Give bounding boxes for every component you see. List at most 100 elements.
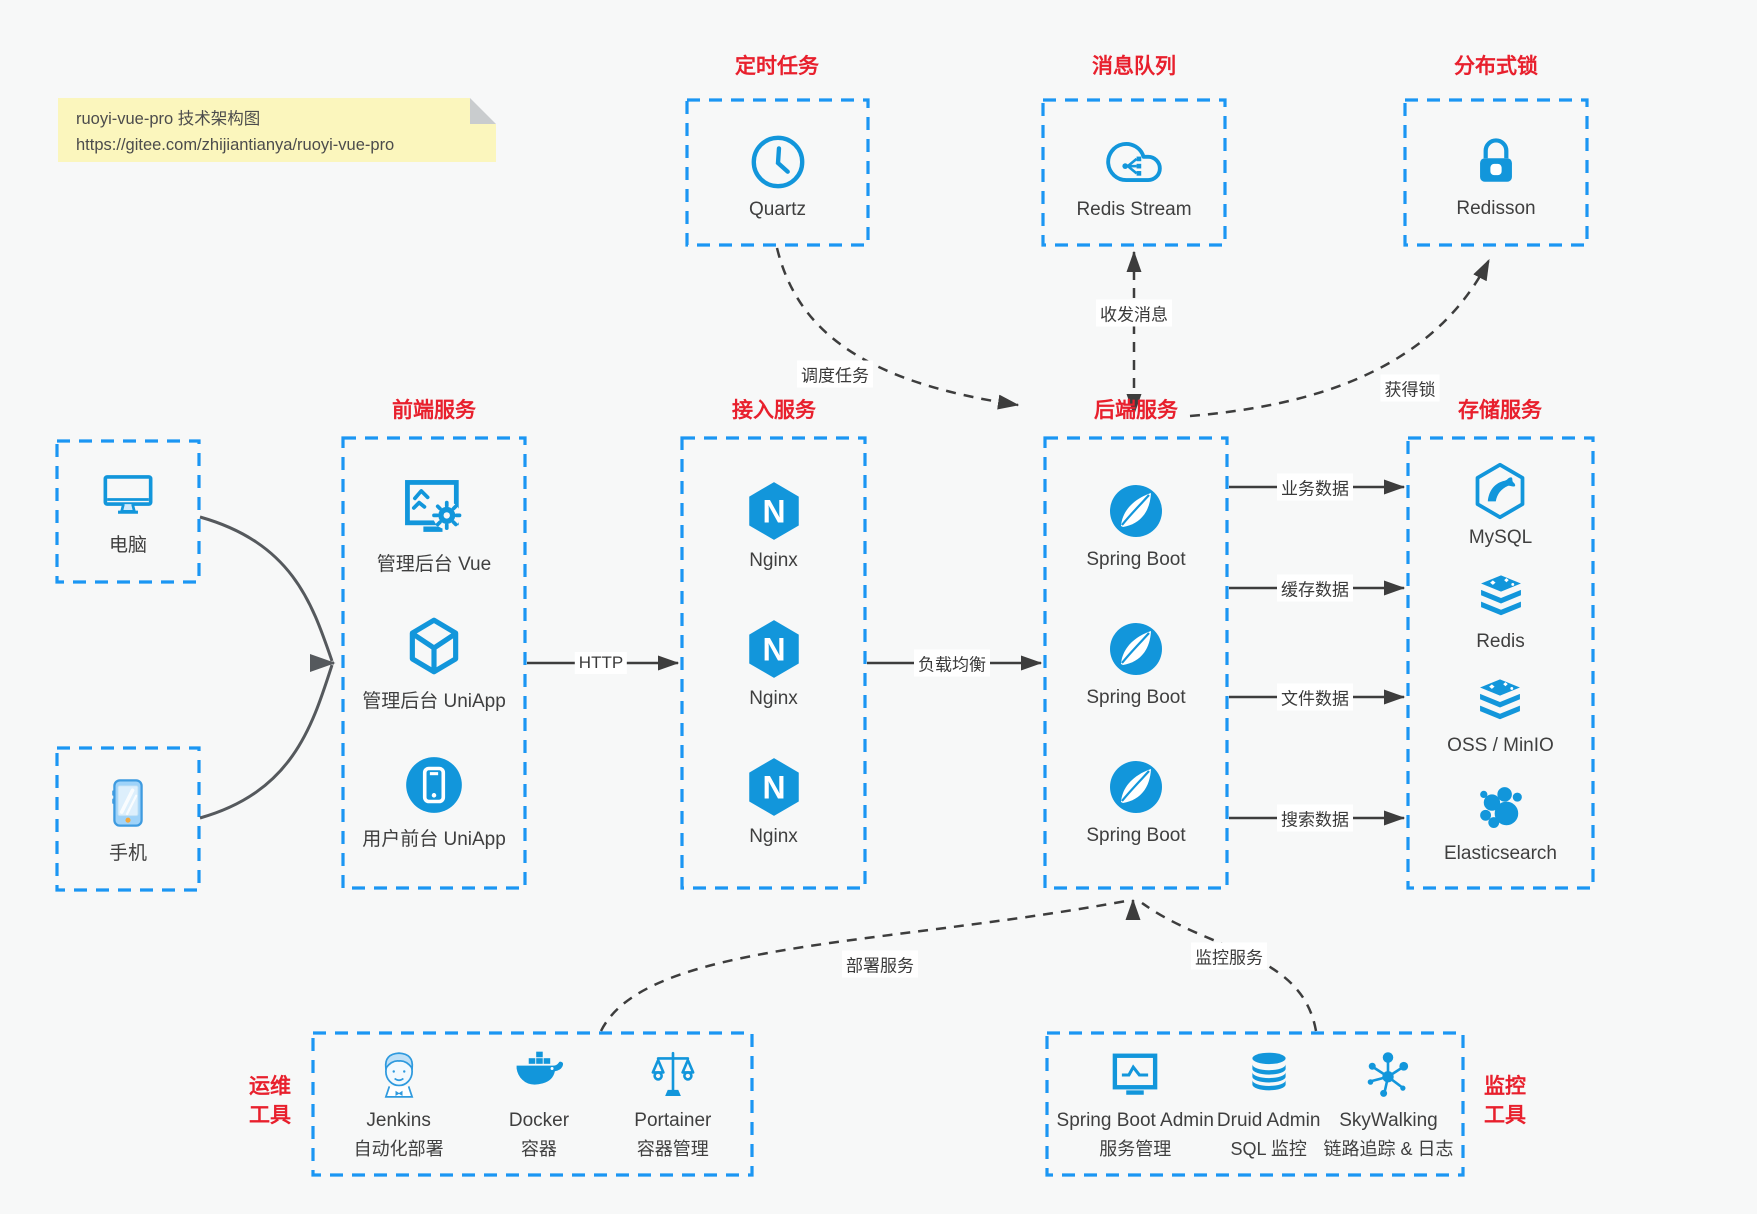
storage-panel: MySQL Redis	[1408, 438, 1593, 888]
edge-label-search-data: 搜索数据	[1277, 804, 1353, 832]
service-label: Nginx	[749, 688, 798, 709]
phone-client-box: 手机	[57, 748, 199, 890]
client-curves	[199, 515, 336, 820]
lock-icon	[1466, 132, 1526, 192]
service-label: Quartz	[748, 198, 807, 220]
service-label: Spring Boot	[1086, 687, 1186, 708]
svg-text:N: N	[762, 769, 785, 805]
service-label: OSS / MinIO	[1447, 735, 1554, 756]
service-redis: Redis	[1472, 571, 1530, 653]
desktop-icon	[99, 466, 157, 524]
backend-panel: Spring Boot Spring Boot Spring Boot	[1045, 438, 1227, 888]
monitoring-panel: Spring Boot Admin 服务管理 Druid Admin SQL 监…	[1047, 1033, 1463, 1175]
edge-label-monitor-service: 监控服务	[1191, 942, 1267, 970]
service-label: Redisson	[1456, 197, 1536, 219]
tool-desc: 自动化部署	[353, 1139, 444, 1159]
service-nginx-3: N Nginx	[741, 754, 807, 848]
devops-panel: Jenkins 自动化部署 Docker 容器	[313, 1033, 752, 1175]
service-label: 管理后台 Vue	[376, 554, 492, 576]
cloud-mq-icon	[1101, 131, 1167, 193]
druid-icon	[1241, 1047, 1297, 1103]
tool-name: Spring Boot Admin	[1056, 1110, 1214, 1131]
tool-name: SkyWalking	[1339, 1110, 1438, 1131]
edge-label-file-data: 文件数据	[1277, 683, 1353, 711]
edge-label-load-balance: 负载均衡	[914, 649, 990, 677]
service-label: MySQL	[1468, 527, 1533, 548]
redis-stream-box: Redis Stream	[1043, 100, 1225, 245]
group-title-scheduled-task: 定时任务	[735, 55, 819, 78]
tool-name: Druid Admin	[1216, 1110, 1321, 1131]
spring-boot-admin-icon	[1107, 1047, 1163, 1103]
spring-boot-icon	[1104, 617, 1168, 681]
docker-icon	[509, 1047, 569, 1103]
edge-label-business-data: 业务数据	[1277, 473, 1353, 501]
tool-desc: 服务管理	[1099, 1139, 1172, 1159]
service-label: Redis Stream	[1076, 198, 1192, 220]
redis-stack-icon	[1472, 571, 1530, 625]
edge-label-cache-data: 缓存数据	[1277, 574, 1353, 602]
service-label: 管理后台 UniApp	[362, 691, 506, 713]
quartz-box: Quartz	[687, 100, 868, 245]
tool-portainer: Portainer 容器管理	[634, 1047, 711, 1161]
note-url: https://gitee.com/zhijiantianya/ruoyi-vu…	[76, 135, 395, 154]
service-label: Spring Boot	[1086, 825, 1186, 846]
service-label: Redis	[1476, 631, 1525, 652]
tool-name: Docker	[508, 1110, 570, 1131]
service-elasticsearch: Elasticsearch	[1444, 779, 1557, 865]
uniapp-cube-icon	[401, 614, 467, 680]
dashed-group-borders	[55, 98, 1595, 1177]
tool-docker: Docker 容器	[509, 1047, 569, 1161]
service-label: Nginx	[749, 550, 798, 571]
tool-desc: 容器	[520, 1139, 557, 1159]
service-label: Elasticsearch	[1444, 843, 1557, 864]
client-label: 电脑	[108, 535, 147, 556]
mysql-icon	[1470, 461, 1530, 521]
clock-icon	[747, 131, 809, 193]
tool-jenkins: Jenkins 自动化部署	[354, 1047, 444, 1161]
edge-label-schedule-task: 调度任务	[797, 360, 873, 388]
service-label: Nginx	[749, 826, 798, 847]
dashed-arrows	[599, 247, 1491, 1032]
tool-desc: 链路追踪 & 日志	[1323, 1139, 1454, 1159]
service-label: 用户前台 UniApp	[362, 828, 506, 850]
group-title-distributed-lock: 分布式锁	[1454, 55, 1538, 78]
gateway-panel: N Nginx N Nginx N Nginx	[682, 438, 865, 888]
service-spring-boot-3: Spring Boot	[1086, 755, 1186, 847]
group-title-backend: 后端服务	[1094, 399, 1178, 422]
redisson-box: Redisson	[1405, 100, 1587, 245]
edge-label-message: 收发消息	[1096, 299, 1172, 327]
client-label: 手机	[108, 842, 147, 864]
tool-druid-admin: Druid Admin SQL 监控	[1216, 1047, 1321, 1161]
svg-text:N: N	[762, 631, 785, 667]
jenkins-icon	[371, 1047, 427, 1103]
svg-text:N: N	[762, 493, 785, 529]
service-redis-stream: Redis Stream	[1076, 131, 1192, 221]
service-quartz: Quartz	[747, 131, 809, 221]
pc-client-box: 电脑	[57, 441, 199, 582]
service-user-uniapp: 用户前台 UniApp	[362, 752, 506, 851]
nginx-icon: N	[741, 616, 807, 682]
tool-desc: 容器管理	[636, 1139, 709, 1159]
group-title-frontend: 前端服务	[392, 399, 476, 422]
spring-boot-icon	[1104, 755, 1168, 819]
edge-label-deploy-service: 部署服务	[842, 950, 918, 978]
service-redisson: Redisson	[1456, 132, 1536, 220]
group-title-storage: 存储服务	[1458, 399, 1542, 422]
service-spring-boot-2: Spring Boot	[1086, 617, 1186, 709]
service-spring-boot-1: Spring Boot	[1086, 479, 1186, 571]
redis-stack-icon	[1471, 675, 1529, 729]
admin-vue-icon	[400, 475, 468, 543]
group-title-monitoring-tools: 监控 工具	[1484, 1075, 1526, 1128]
tool-spring-boot-admin: Spring Boot Admin 服务管理	[1057, 1047, 1214, 1161]
service-admin-uniapp: 管理后台 UniApp	[362, 614, 506, 713]
service-mysql: MySQL	[1469, 461, 1532, 549]
group-title-devops-tools: 运维 工具	[249, 1075, 291, 1128]
service-nginx-1: N Nginx	[741, 478, 807, 572]
nginx-icon: N	[741, 754, 807, 820]
service-label: Spring Boot	[1086, 549, 1186, 570]
service-nginx-2: N Nginx	[741, 616, 807, 710]
tool-skywalking: SkyWalking 链路追踪 & 日志	[1323, 1047, 1453, 1161]
edge-label-acquire-lock: 获得锁	[1380, 374, 1440, 402]
